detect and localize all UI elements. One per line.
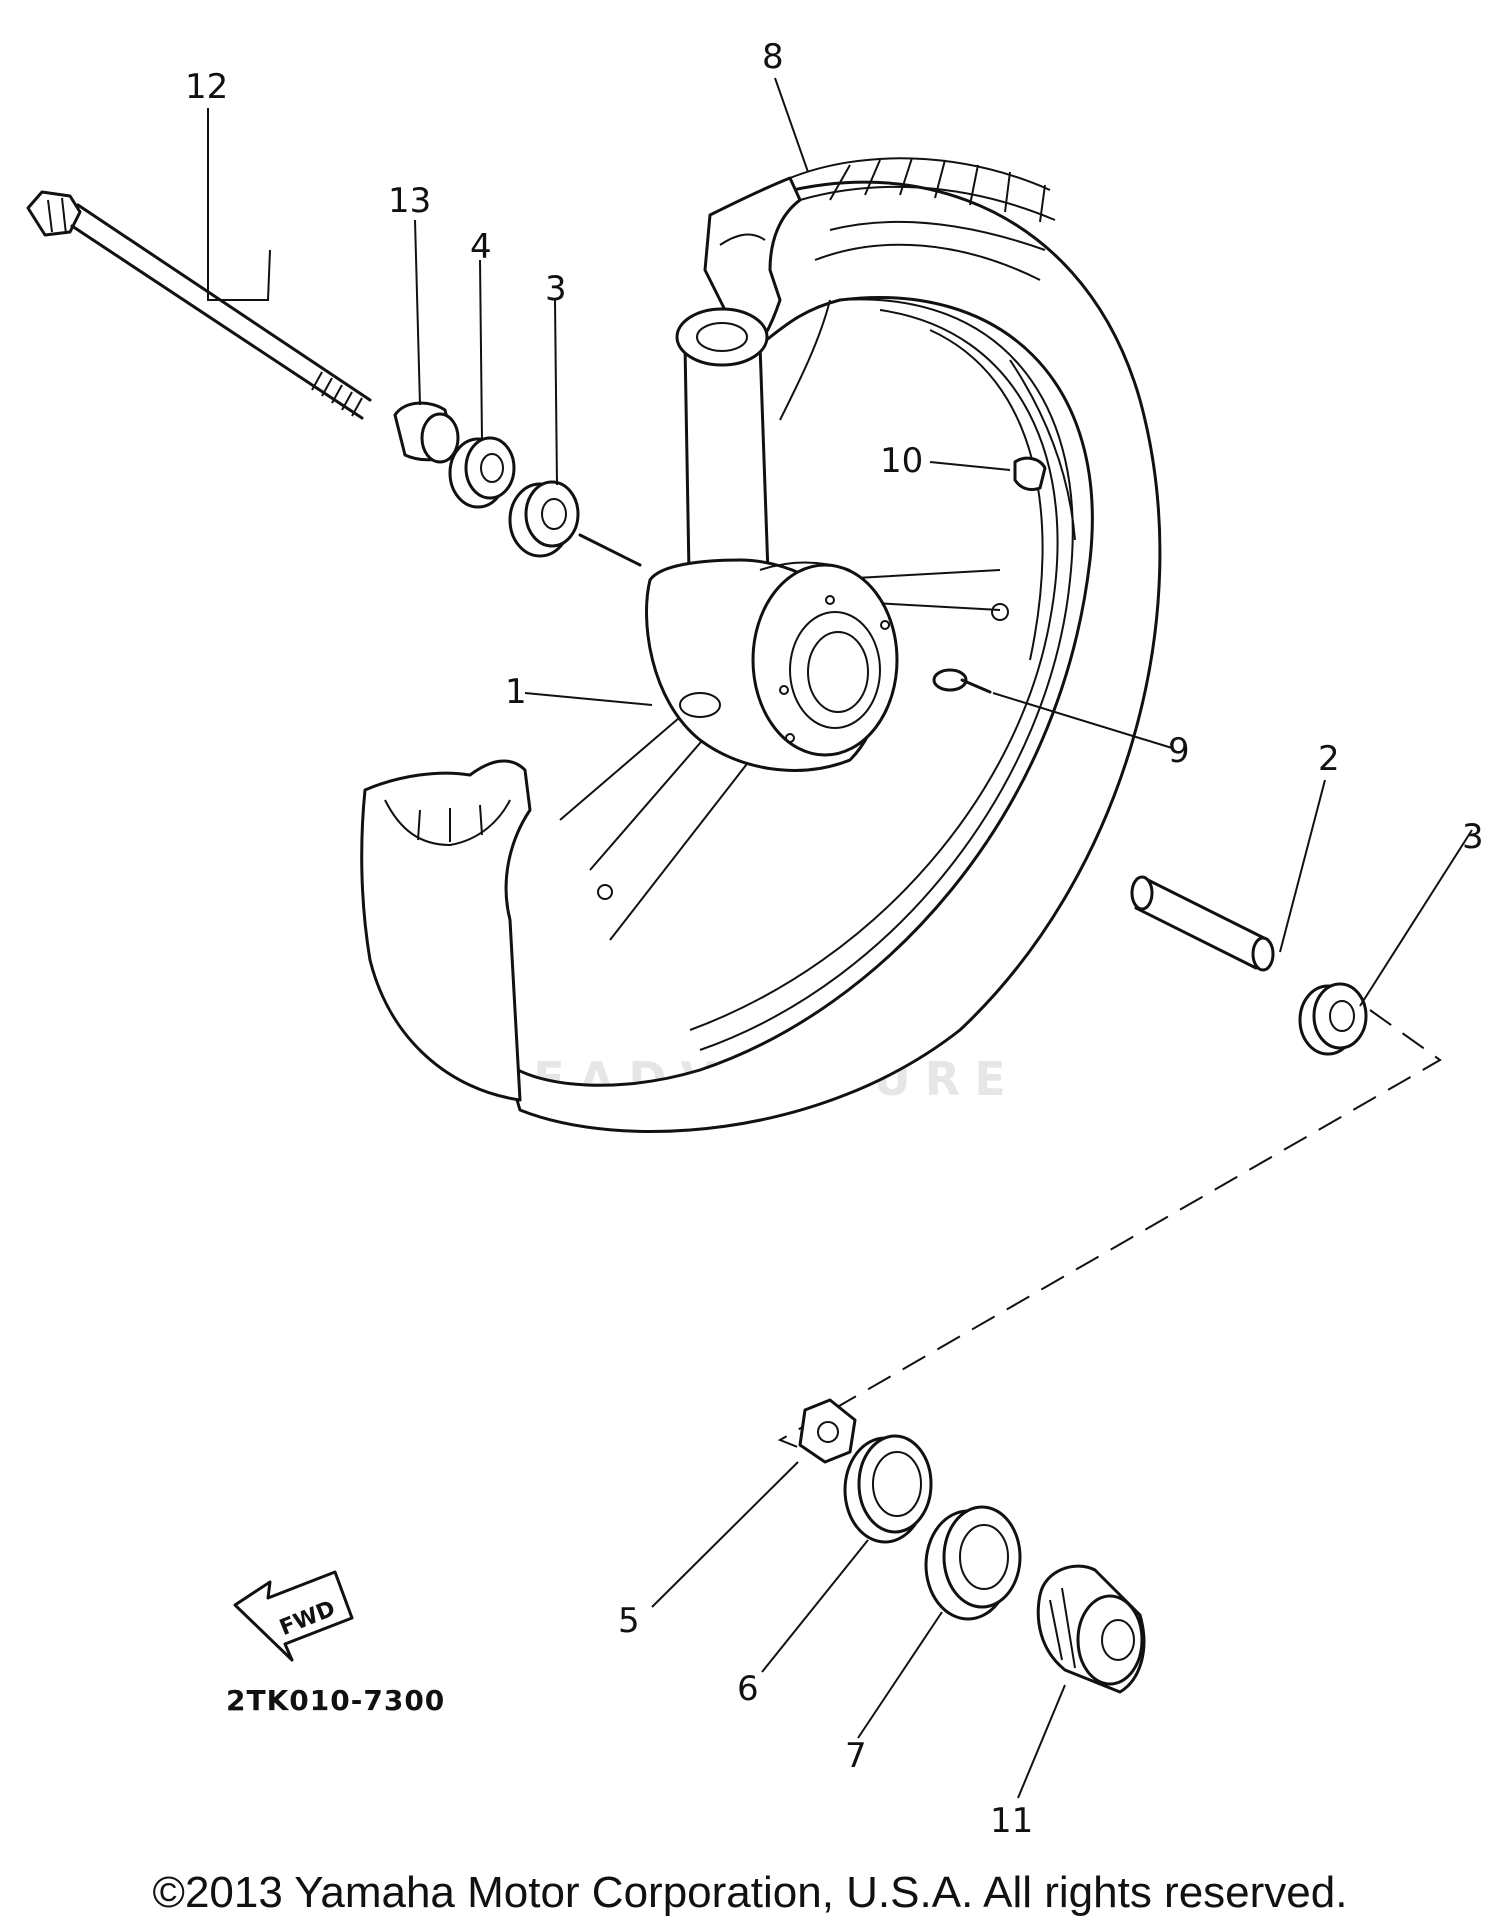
wheel-rim (360, 157, 1162, 1133)
callout-4: 4 (470, 227, 492, 267)
clip (1013, 456, 1047, 492)
valve (932, 668, 992, 694)
bearing-upper (508, 480, 642, 567)
callout-3-upper: 3 (545, 269, 567, 309)
callout-5: 5 (618, 1601, 640, 1641)
spacer (1130, 875, 1275, 972)
callout-11: 11 (990, 1801, 1033, 1841)
exploded-parts-lower (777, 1009, 1442, 1694)
callout-1: 1 (505, 672, 527, 712)
hub-assembly (645, 307, 899, 772)
leader-lines (207, 77, 1473, 1799)
copyright-notice: ©2013 Yamaha Motor Corporation, U.S.A. A… (152, 1868, 1348, 1917)
callout-3-lower: 3 (1462, 817, 1484, 857)
callout-7: 7 (845, 1736, 867, 1776)
callout-10: 10 (880, 441, 923, 481)
diagram-code: 2TK010-7300 (226, 1684, 445, 1717)
axle-bolt (26, 190, 372, 420)
callout-2: 2 (1318, 739, 1340, 779)
oil-seal (448, 436, 516, 509)
callout-13: 13 (388, 181, 431, 221)
forward-arrow-icon: FWD (233, 1570, 354, 1662)
callout-12: 12 (185, 67, 228, 107)
bearing-lower (1298, 982, 1368, 1056)
callout-6: 6 (737, 1669, 759, 1709)
collar (393, 401, 460, 464)
callout-8: 8 (762, 37, 784, 77)
callout-9: 9 (1168, 731, 1190, 771)
